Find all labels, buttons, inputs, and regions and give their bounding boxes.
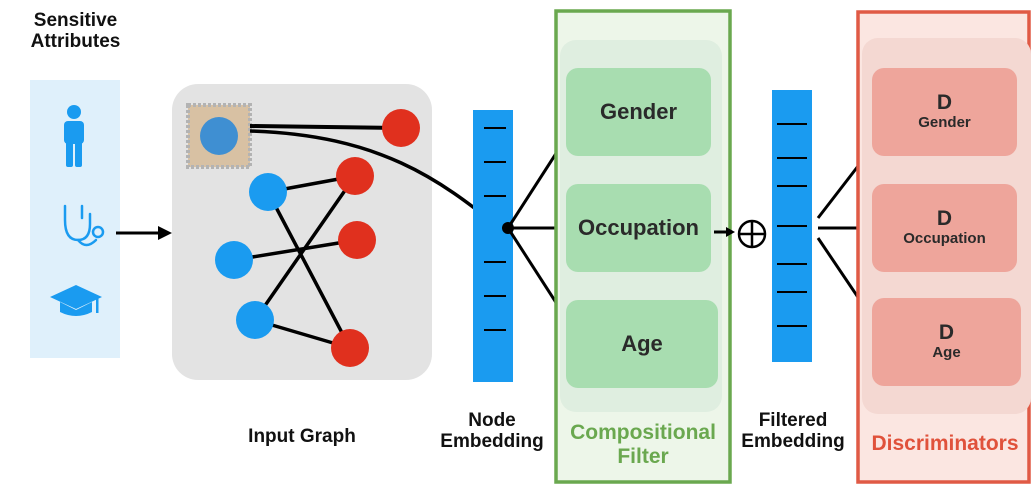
graph-node-blue <box>215 241 253 279</box>
discriminator-symbol: D <box>938 320 955 344</box>
selected-node <box>200 117 238 155</box>
filter-occupation: Occupation <box>566 184 711 272</box>
graduation-cap-icon <box>50 285 102 316</box>
input-graph-label: Input Graph <box>248 426 356 447</box>
discriminator-age: D Age <box>872 298 1021 386</box>
attributes-to-graph-arrow <box>116 226 172 240</box>
filtered-embedding-label: Filtered Embedding <box>741 410 845 453</box>
stethoscope-icon <box>63 204 105 247</box>
node-embedding-label: Node Embedding <box>440 410 544 453</box>
filter-age: Age <box>566 300 718 388</box>
discriminator-gender: D Gender <box>872 68 1017 156</box>
discriminator-symbol: D <box>936 206 953 230</box>
selected-node-edge <box>249 124 402 130</box>
node-embedding-bar <box>473 110 513 382</box>
filter-gender: Gender <box>566 68 711 156</box>
graph-node-red <box>338 221 376 259</box>
discriminator-attribute: Occupation <box>903 230 986 248</box>
discriminator-attribute: Gender <box>918 114 971 132</box>
sensitive-attributes-title: Sensitive Attributes <box>30 10 121 53</box>
discriminator-symbol: D <box>936 90 953 114</box>
discriminators-title: Discriminators <box>871 432 1019 455</box>
sum-icon <box>737 219 767 249</box>
graph-node-red <box>336 157 374 195</box>
graph-node-blue <box>249 173 287 211</box>
discriminator-occupation: D Occupation <box>872 184 1017 272</box>
discriminator-attribute: Age <box>932 344 961 362</box>
filtered-embedding-bar <box>772 90 812 362</box>
graph-node-blue <box>236 301 274 339</box>
person-icon <box>64 105 84 167</box>
compositional-filter-title: Compositional Filter <box>570 421 716 468</box>
graph-node-red <box>382 109 420 147</box>
graph-node-red <box>331 329 369 367</box>
filter-to-sum-arrow <box>714 227 735 237</box>
